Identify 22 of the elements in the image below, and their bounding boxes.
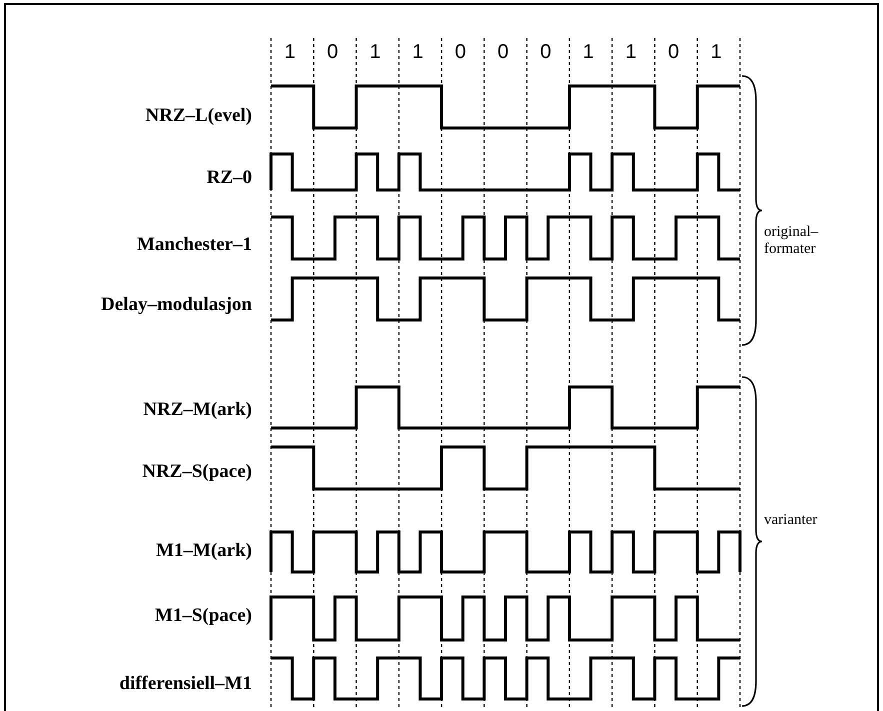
bit-value: 1	[370, 41, 381, 63]
signal-name: Manchester–1	[136, 234, 252, 256]
bit-value: 0	[498, 41, 509, 63]
bit-value: 1	[710, 41, 722, 63]
signal-name: Delay–modulasjon	[101, 294, 252, 316]
bit-value: 1	[412, 41, 424, 63]
bit-value: 0	[668, 41, 680, 63]
signal-name: M1–M(ark)	[156, 540, 252, 562]
signal-name: NRZ–S(pace)	[142, 461, 252, 483]
bit-value: 0	[540, 41, 552, 63]
signal-name: RZ–0	[206, 167, 252, 189]
bit-value: 1	[284, 41, 296, 63]
signal-name: differensiell–M1	[119, 673, 252, 695]
bit-value: 1	[582, 41, 594, 63]
bit-value: 1	[625, 41, 637, 63]
bit-value: 0	[454, 41, 466, 63]
signal-name: NRZ–L(evel)	[145, 105, 252, 127]
signal-name: M1–S(pace)	[154, 605, 252, 627]
bit-value: 0	[326, 41, 338, 63]
group-label: varianter	[764, 512, 818, 529]
group-label: original– formater	[764, 224, 820, 258]
signal-name: NRZ–M(ark)	[143, 399, 252, 421]
